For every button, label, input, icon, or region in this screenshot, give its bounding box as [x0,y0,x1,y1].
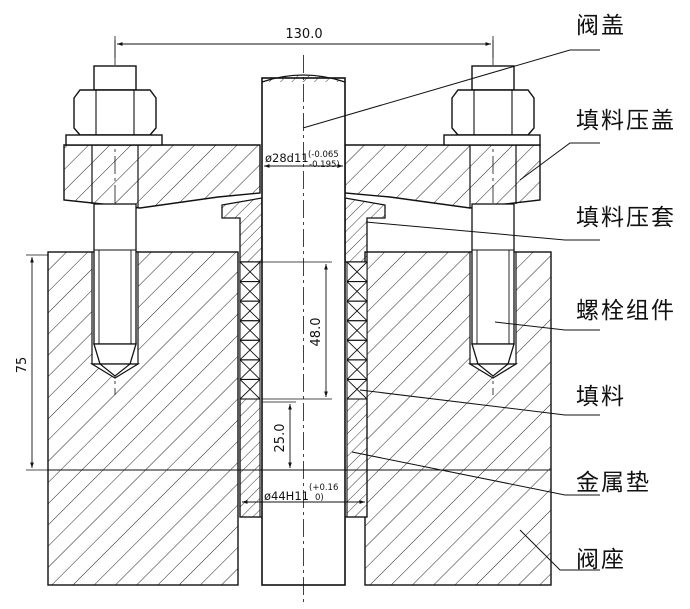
left-bolt-assembly [65,65,163,377]
packing-height-text: 48.0 [309,318,324,347]
packing-ring-cross [346,379,368,400]
packing-ring-cross [239,320,261,341]
packing-ring-cross [346,320,368,341]
stem-tolerance-upper: (-0.065 [308,150,339,160]
packing-gland [63,144,541,209]
callout-gland-sleeve: 填料压套 [576,205,676,231]
packing-ring-cross [346,281,368,302]
packing-ring-cross [239,339,261,361]
callout-valve-seat: 阀座 [576,547,626,573]
packing-ring-crosses [239,261,368,400]
bore-diameter-text: ø44H11 [264,489,309,503]
packing-ring-cross [346,339,368,361]
dimension-packing-height: 48.0 [262,261,332,400]
stem-tolerance-lower: -0.195) [309,160,340,170]
callout-packing: 填料 [576,384,626,410]
callout-bolt-assembly: 螺栓组件 [576,298,676,324]
callout-metal-gasket: 金属垫 [576,470,651,496]
metal-gasket [239,398,368,518]
callout-packing-gland: 填料压盖 [576,108,676,134]
dimension-stem-diameter: ø28d11 (-0.065 -0.195) [264,150,343,170]
packing-ring-cross [346,261,368,282]
leader-lines [302,49,600,571]
stem-diameter-text: ø28d11 [265,151,309,165]
bolt-spacing-text: 130.0 [285,27,322,42]
packing-ring-cross [239,300,261,322]
packing-ring-cross [346,359,368,380]
dimension-gasket-height: 25.0 [262,401,296,468]
callout-valve-cover: 阀盖 [576,13,626,39]
packing-ring-cross [239,261,261,282]
packing-ring-cross [239,281,261,302]
dimension-seat-depth: 75 [15,254,48,471]
right-bolt-assembly [443,65,541,377]
dimension-bore-diameter: ø44H11 (+0.16 0) [242,483,365,504]
bore-tolerance-upper: (+0.16 [309,483,338,493]
packing-ring-cross [346,300,368,322]
packing-ring-cross [239,359,261,380]
bore-tolerance-lower: 0) [315,493,324,503]
dimension-bolt-spacing: 130.0 [114,27,494,62]
packing-ring-cross [239,379,261,400]
valve-stem [261,55,346,605]
seat-depth-text: 75 [15,357,30,374]
gasket-height-text: 25.0 [273,424,288,453]
